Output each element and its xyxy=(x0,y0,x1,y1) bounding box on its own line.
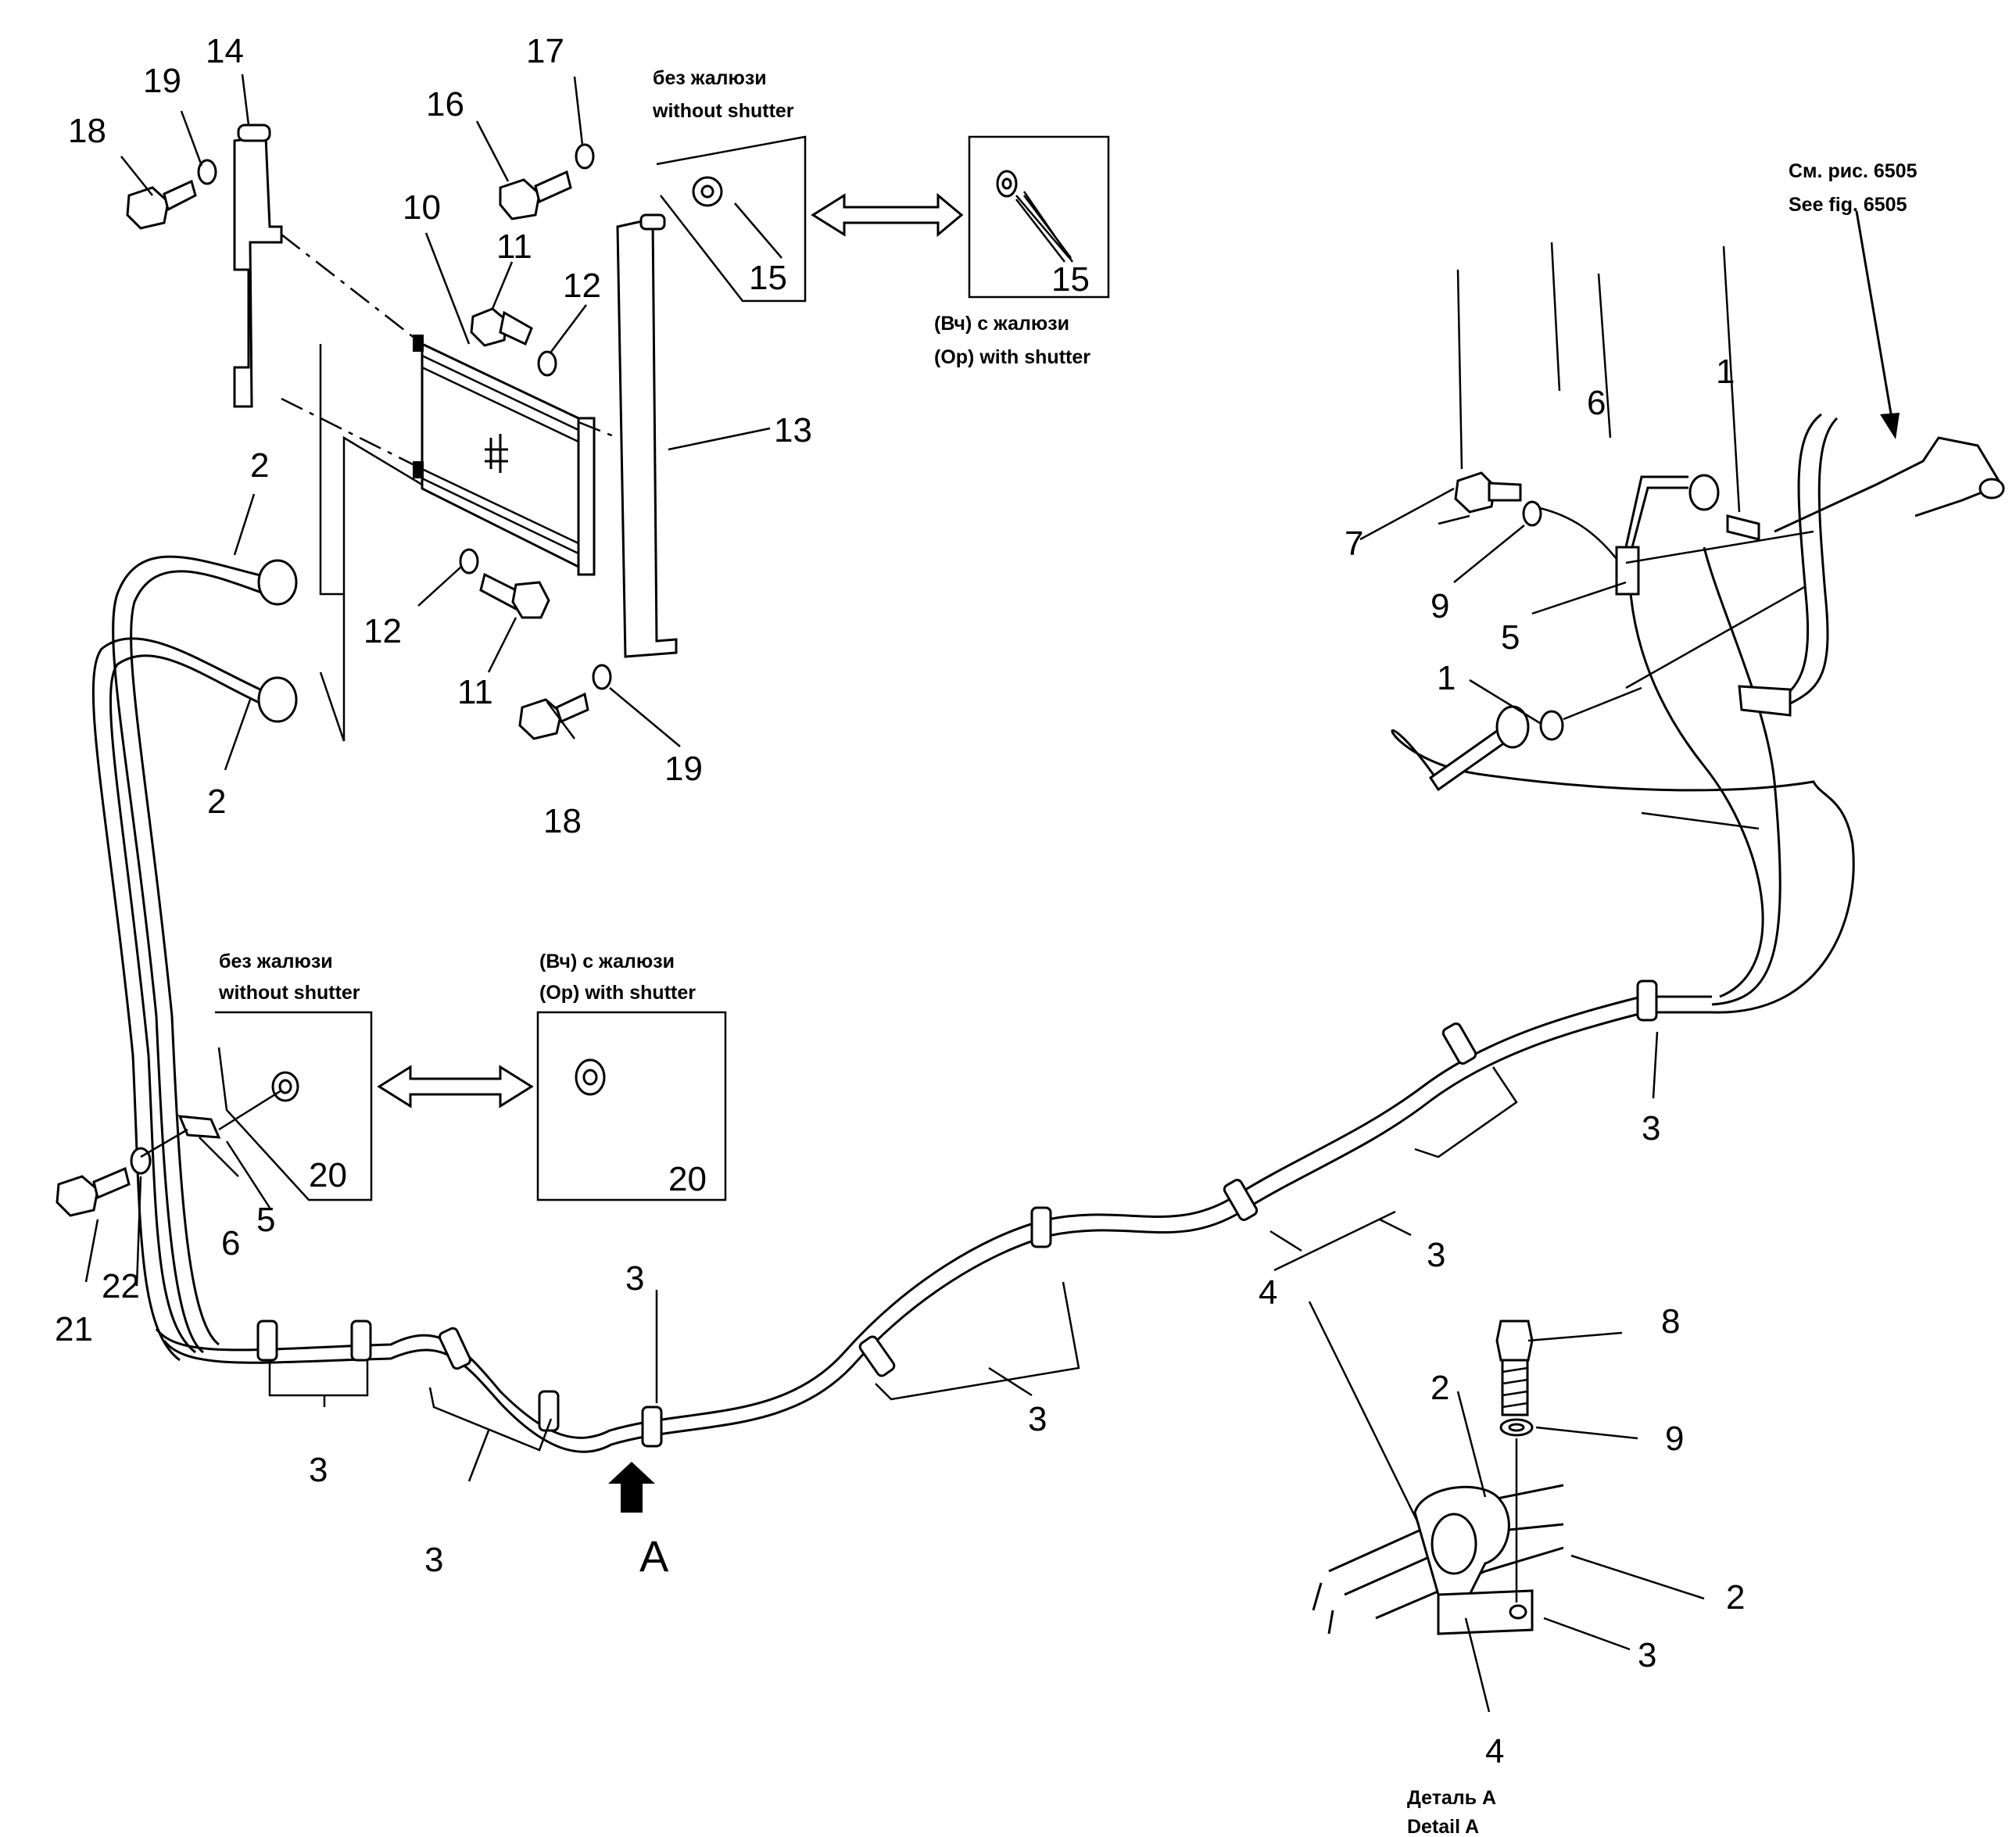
label-1-top: 1 xyxy=(1716,353,1735,391)
label-16: 16 xyxy=(426,85,464,124)
label-3-left-a: 3 xyxy=(309,1451,328,1489)
shutter-box-bottom-right xyxy=(536,1011,727,1201)
caption-with-shutter-en-bottom: (Ор) with shutter xyxy=(539,982,696,1004)
caption-see-fig-en: See fig. 6505 xyxy=(1789,194,1907,216)
bolt-16 xyxy=(499,143,595,220)
caption-without-shutter-ru-top: без жалюзи xyxy=(653,67,767,89)
label-8: 8 xyxy=(1661,1302,1680,1341)
label-20-right: 20 xyxy=(668,1160,707,1198)
caption-with-shutter-en-top: (Ор) with shutter xyxy=(934,346,1090,368)
label-3-left-b: 3 xyxy=(424,1541,443,1579)
detail-a xyxy=(1312,1320,1564,1635)
label-18-top: 18 xyxy=(68,112,106,150)
label-18-bottom: 18 xyxy=(543,802,582,840)
tube-run xyxy=(155,546,1855,1453)
swap-arrow-top xyxy=(811,192,964,238)
label-5-right: 5 xyxy=(1501,618,1520,657)
label-12-bottom: 12 xyxy=(363,612,402,650)
label-11-bottom: 11 xyxy=(457,673,493,711)
label-21: 21 xyxy=(55,1310,93,1348)
label-6-right: 6 xyxy=(1587,384,1606,422)
label-22: 22 xyxy=(102,1267,140,1305)
label-20-left: 20 xyxy=(309,1156,347,1194)
bolt-11-bottom xyxy=(459,548,550,619)
shutter-box-top-right xyxy=(968,135,1110,299)
caption-with-shutter-ru-top: (Вч) с жалюзи xyxy=(934,313,1069,335)
label-4-detail-bottom: 4 xyxy=(1485,1732,1504,1771)
label-12-top: 12 xyxy=(563,267,601,305)
label-3-mid: 3 xyxy=(1028,1400,1047,1438)
shutter-box-top-left xyxy=(656,135,807,303)
label-3-arrow: 3 xyxy=(625,1259,644,1298)
label-17: 17 xyxy=(526,32,564,70)
label-6-left: 6 xyxy=(221,1224,240,1262)
oil-cooler-10 xyxy=(413,335,596,576)
bolt-11-top xyxy=(470,307,557,377)
label-2-upper: 2 xyxy=(250,446,269,485)
caption-see-fig-ru: См. рис. 6505 xyxy=(1789,160,1918,182)
bracket-14 xyxy=(233,124,283,408)
bolt-18-top xyxy=(126,159,217,230)
clamp-5-6 xyxy=(177,1115,221,1139)
bolt-18-bottom xyxy=(518,664,612,740)
label-15-left: 15 xyxy=(749,259,787,297)
caption-with-shutter-ru-bottom: (Вч) с жалюзи xyxy=(539,951,675,972)
caption-without-shutter-en-bottom: without shutter xyxy=(218,982,360,1004)
label-2-lower: 2 xyxy=(207,782,226,821)
label-1-bottom: 1 xyxy=(1437,659,1456,697)
label-15-right: 15 xyxy=(1051,260,1090,299)
label-detail-a: A xyxy=(639,1531,669,1581)
bolt-21 xyxy=(56,1147,152,1217)
right-connectors xyxy=(1428,413,2005,830)
label-13: 13 xyxy=(774,411,812,449)
caption-detail-ru: Деталь А xyxy=(1407,1787,1496,1809)
label-14: 14 xyxy=(206,32,244,70)
tube-clamps xyxy=(256,979,1658,1448)
label-2-detail-right: 2 xyxy=(1726,1578,1745,1617)
label-3-detail: 3 xyxy=(1638,1636,1656,1674)
label-9-top: 9 xyxy=(1431,587,1449,625)
label-2-detail-top: 2 xyxy=(1431,1369,1449,1407)
caption-detail-en: Detail A xyxy=(1407,1816,1479,1837)
label-3-right: 3 xyxy=(1427,1236,1445,1274)
swap-arrow-bottom xyxy=(377,1065,534,1108)
label-7: 7 xyxy=(1345,525,1363,563)
label-3-far-right: 3 xyxy=(1642,1109,1660,1148)
label-10: 10 xyxy=(403,188,441,227)
label-11-top: 11 xyxy=(496,227,532,266)
hoses-2 xyxy=(91,555,298,1362)
label-4-detail-top: 4 xyxy=(1259,1273,1277,1312)
label-9-detail: 9 xyxy=(1665,1420,1684,1458)
leader-lines xyxy=(84,73,1741,1713)
shutter-box-bottom-left xyxy=(215,1011,373,1201)
see-fig-arrow xyxy=(1855,210,1893,419)
caption-without-shutter-en-top: without shutter xyxy=(652,100,794,122)
label-19-top: 19 xyxy=(143,62,181,100)
label-5-left: 5 xyxy=(256,1201,275,1239)
label-19-bottom: 19 xyxy=(664,750,703,788)
caption-without-shutter-ru-bottom: без жалюзи xyxy=(219,951,333,972)
bracket-13 xyxy=(616,213,678,658)
detail-a-arrow xyxy=(608,1462,655,1513)
